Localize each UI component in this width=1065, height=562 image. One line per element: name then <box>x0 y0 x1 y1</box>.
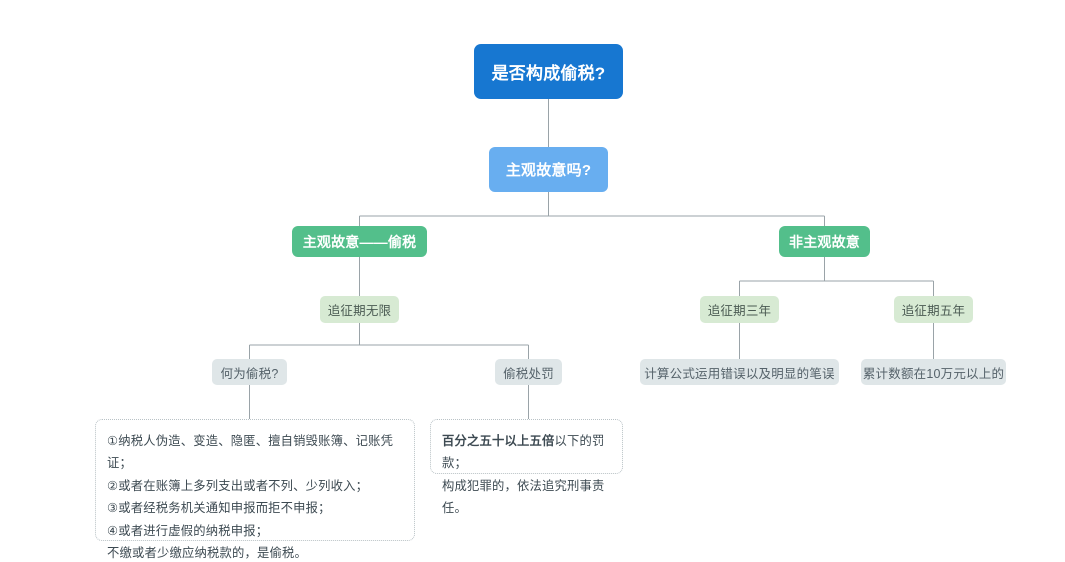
penalty-line-1-rest: 以下的罚款； <box>442 434 605 471</box>
node-recovery-period-five-years[interactable]: 追征期五年 <box>894 296 973 323</box>
penalty-line-1-bold: 百分之五十以上五倍 <box>442 434 555 448</box>
detail-line-3: ③或者经税务机关通知申报而拒不申报； <box>107 501 331 516</box>
node-tax-evasion-penalty[interactable]: 偷税处罚 <box>495 359 562 385</box>
node-recovery-period-three-years[interactable]: 追征期三年 <box>700 296 779 323</box>
node-calculation-formula-error[interactable]: 计算公式运用错误以及明显的笔误 <box>640 359 839 385</box>
node-recovery-period-unlimited[interactable]: 追征期无限 <box>320 296 399 323</box>
detail-line-2: ②或者在账簿上多列支出或者不列、少列收入； <box>107 478 369 493</box>
detail-line-1: ①纳税人伪造、变造、隐匿、擅自销毁账簿、记账凭证； <box>107 434 394 471</box>
node-non-intentional[interactable]: 非主观故意 <box>779 226 870 257</box>
detail-line-4: ④或者进行虚假的纳税申报； <box>107 523 269 538</box>
node-subjective-intent-question[interactable]: 主观故意吗? <box>489 147 608 192</box>
penalty-line-2: 构成犯罪的，依法追究刑事责任。 <box>442 478 605 516</box>
node-intentional-tax-evasion[interactable]: 主观故意——偷税 <box>292 226 427 257</box>
detail-box-penalty[interactable]: 百分之五十以上五倍以下的罚款； 构成犯罪的，依法追究刑事责任。 <box>430 419 623 515</box>
node-root[interactable]: 是否构成偷税? <box>474 44 623 99</box>
node-cumulative-amount-over-100k[interactable]: 累计数额在10万元以上的 <box>861 359 1006 385</box>
detail-box-tax-evasion-definition[interactable]: ①纳税人伪造、变造、隐匿、擅自销毁账簿、记账凭证； ②或者在账簿上多列支出或者不… <box>95 419 415 560</box>
detail-line-5: 不缴或者少缴应纳税款的，是偷税。 <box>107 545 307 560</box>
penalty-line-1: 百分之五十以上五倍以下的罚款； <box>442 430 611 475</box>
node-what-is-tax-evasion[interactable]: 何为偷税? <box>212 359 287 385</box>
